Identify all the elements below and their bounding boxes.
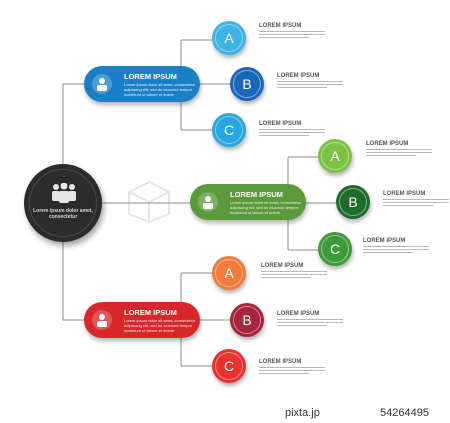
text-block-red-b: LOREM IPSUM bbox=[277, 311, 343, 326]
infographic-canvas: PIXTA Lorem ipsum dolor amet, consectetu… bbox=[24, 21, 449, 383]
text-block-green-b: LOREM IPSUM bbox=[383, 191, 449, 206]
text-block-green-c: LOREM IPSUM bbox=[363, 238, 429, 253]
node-green-b: B bbox=[336, 185, 370, 219]
node-red-a: A bbox=[212, 256, 246, 290]
text-block-green-a: LOREM IPSUM bbox=[366, 141, 432, 156]
branch-description: Lorem ipsum dolor sit amet, consectetur … bbox=[124, 82, 196, 97]
person-icon bbox=[92, 74, 112, 94]
branch-title: LOREM IPSUM bbox=[124, 72, 177, 81]
text-block-blue-b: LOREM IPSUM bbox=[277, 73, 343, 88]
branch-title: LOREM IPSUM bbox=[230, 190, 283, 199]
branch-pill-red: LOREM IPSUM Lorem ipsum dolor sit amet, … bbox=[84, 302, 200, 338]
team-icon bbox=[52, 183, 76, 203]
node-red-c: C bbox=[212, 349, 246, 383]
stock-brand: pixta.jp bbox=[285, 407, 320, 419]
connector-lines bbox=[62, 39, 336, 367]
person-icon bbox=[198, 192, 218, 212]
node-blue-b: B bbox=[230, 67, 264, 101]
node-green-c: C bbox=[318, 232, 352, 266]
branch-pill-green: LOREM IPSUM Lorem ipsum dolor sit amet, … bbox=[190, 184, 306, 220]
text-block-red-c: LOREM IPSUM bbox=[259, 359, 325, 374]
root-text: Lorem ipsum dolor amet, consectetur bbox=[33, 208, 93, 220]
stock-id: 54264495 bbox=[380, 407, 429, 419]
person-icon bbox=[92, 310, 112, 330]
node-green-a: A bbox=[318, 139, 352, 173]
text-block-blue-a: LOREM IPSUM bbox=[259, 23, 325, 38]
text-block-blue-c: LOREM IPSUM bbox=[259, 121, 325, 136]
branch-description: Lorem ipsum dolor sit amet, consectetur … bbox=[230, 200, 302, 215]
node-red-b: B bbox=[230, 303, 264, 337]
node-blue-a: A bbox=[212, 21, 246, 55]
branch-description: Lorem ipsum dolor sit amet, consectetur … bbox=[124, 318, 196, 333]
root-node: Lorem ipsum dolor amet, consectetur bbox=[24, 164, 102, 242]
stock-footer: pixta.jp 54264495 bbox=[0, 406, 450, 423]
text-block-red-a: LOREM IPSUM bbox=[261, 263, 327, 278]
node-blue-c: C bbox=[212, 113, 246, 147]
branch-pill-blue: LOREM IPSUM Lorem ipsum dolor sit amet, … bbox=[84, 66, 200, 102]
branch-title: LOREM IPSUM bbox=[124, 308, 177, 317]
